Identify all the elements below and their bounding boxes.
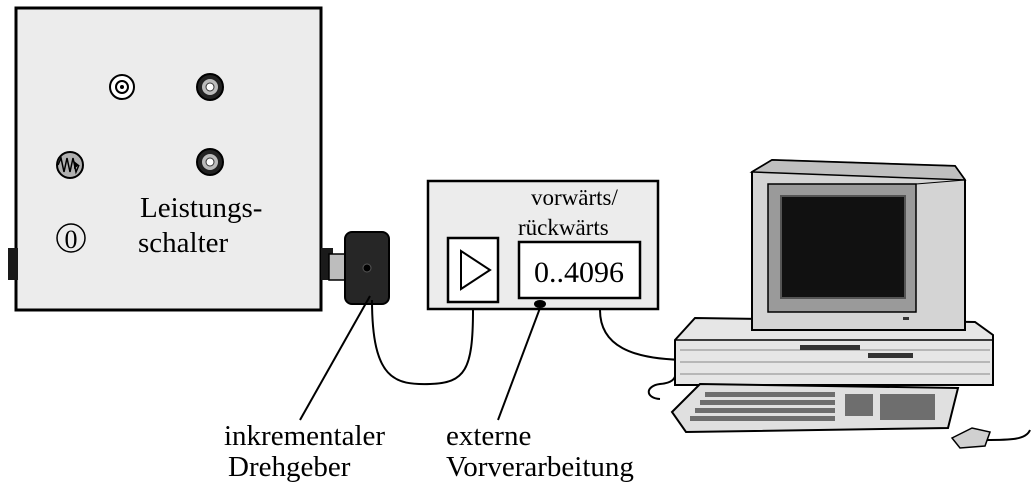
left-side-connector bbox=[8, 248, 18, 280]
power-switch-label-line1: Leistungs- bbox=[140, 192, 262, 224]
bnc-socket-bottom-icon bbox=[196, 148, 224, 176]
mouse-cable bbox=[984, 429, 1031, 441]
potentiometer-icon bbox=[56, 151, 84, 179]
encoder-cable bbox=[371, 299, 474, 386]
keyboard-cable bbox=[647, 370, 677, 400]
preprocessing-label-line1: externe bbox=[446, 420, 531, 452]
computer bbox=[670, 158, 994, 449]
preprocessing-box: 0..4096 vorwärts/ rückwärts bbox=[426, 179, 660, 311]
power-switch-icon: 0 bbox=[56, 223, 86, 254]
preprocessing-pointer-line bbox=[497, 307, 541, 421]
device-box: 0 Leistungs- schalter bbox=[8, 6, 333, 312]
direction-label-line2: rückwärts bbox=[518, 215, 609, 240]
preprocessing-led bbox=[534, 300, 546, 308]
mouse-icon bbox=[950, 427, 991, 449]
pc-cable bbox=[599, 309, 691, 361]
top-left-socket-icon bbox=[109, 74, 135, 100]
power-switch-label-line2: schalter bbox=[138, 227, 229, 259]
monitor-led bbox=[903, 317, 909, 320]
counter-value: 0..4096 bbox=[534, 256, 624, 289]
preprocessing-label-line2: Vorverarbeitung bbox=[446, 451, 634, 482]
drive-slot bbox=[868, 353, 913, 358]
encoder-label-line2: Drehgeber bbox=[228, 451, 351, 482]
bnc-socket-top-icon bbox=[196, 73, 224, 101]
incremental-encoder bbox=[328, 231, 390, 305]
monitor-screen bbox=[780, 195, 906, 299]
floppy-slot bbox=[800, 345, 860, 350]
encoder-pointer-line bbox=[299, 295, 371, 421]
direction-label-line1: vorwärts/ bbox=[531, 185, 618, 210]
amplifier-triangle-icon bbox=[460, 249, 492, 291]
counter-display bbox=[517, 240, 642, 300]
encoder-label-line1: inkrementaler bbox=[224, 420, 385, 452]
zero-symbol: 0 bbox=[65, 225, 78, 254]
